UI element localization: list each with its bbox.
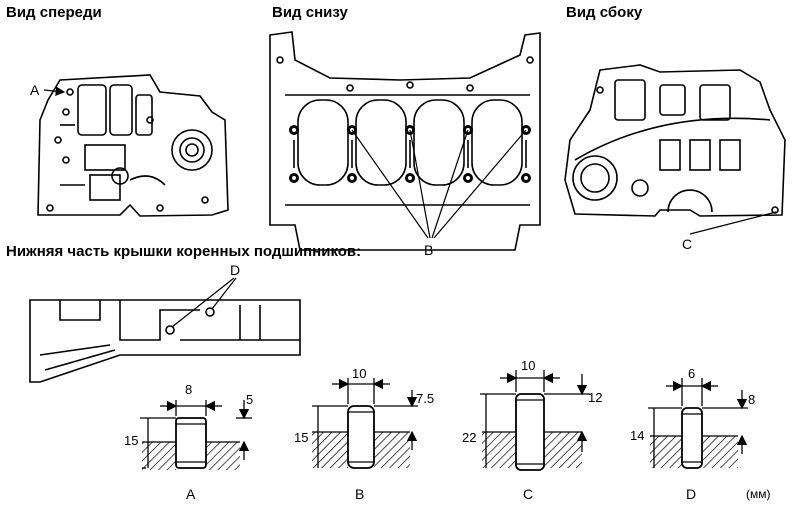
pin-b-detail — [312, 378, 418, 469]
unit-label: (мм) — [746, 487, 771, 501]
pin-a-protrusion: 5 — [246, 392, 254, 407]
callout-a-label: A — [30, 82, 40, 98]
callout-c-label: C — [682, 236, 693, 252]
pin-d-depth: 14 — [630, 428, 645, 443]
bottom-view-drawing — [269, 31, 541, 251]
pin-a-detail — [140, 400, 252, 470]
pin-d-detail — [648, 378, 748, 469]
bottom-view-title: Вид снизу — [272, 4, 348, 21]
front-view-title: Вид спереди — [6, 4, 102, 21]
pin-b-protrusion: 7.5 — [416, 391, 435, 406]
pin-d-label: D — [686, 486, 697, 502]
bearing-journals — [297, 99, 523, 186]
side-view-title: Вид сбоку — [566, 4, 643, 21]
pin-a-diameter: 8 — [185, 382, 193, 397]
lower-cover-title: Нижняя часть крышки коренных подшипников… — [6, 243, 362, 260]
callout-d-leaders — [171, 277, 237, 328]
callout-c-leader — [689, 211, 777, 235]
pin-a-depth: 15 — [124, 433, 139, 448]
pin-c-diameter: 10 — [521, 358, 536, 373]
pin-b-diameter: 10 — [352, 366, 367, 381]
pin-b-label: B — [355, 486, 365, 502]
callout-d-label: D — [230, 262, 241, 278]
front-view-drawing — [37, 74, 229, 217]
callout-a-leader — [43, 86, 66, 96]
pin-d-protrusion: 8 — [748, 392, 756, 407]
callout-b-leaders — [351, 129, 527, 239]
pin-c-label: C — [523, 486, 534, 502]
pin-b-depth: 15 — [294, 430, 309, 445]
pin-c-protrusion: 12 — [588, 390, 603, 405]
pin-d-diameter: 6 — [688, 366, 696, 381]
side-view-drawing — [564, 64, 786, 217]
pin-a-label: A — [186, 486, 196, 502]
callout-b-label: B — [424, 242, 434, 258]
pin-c-depth: 22 — [462, 430, 477, 445]
lower-cover-drawing — [29, 299, 301, 383]
pin-c-detail — [480, 370, 590, 471]
